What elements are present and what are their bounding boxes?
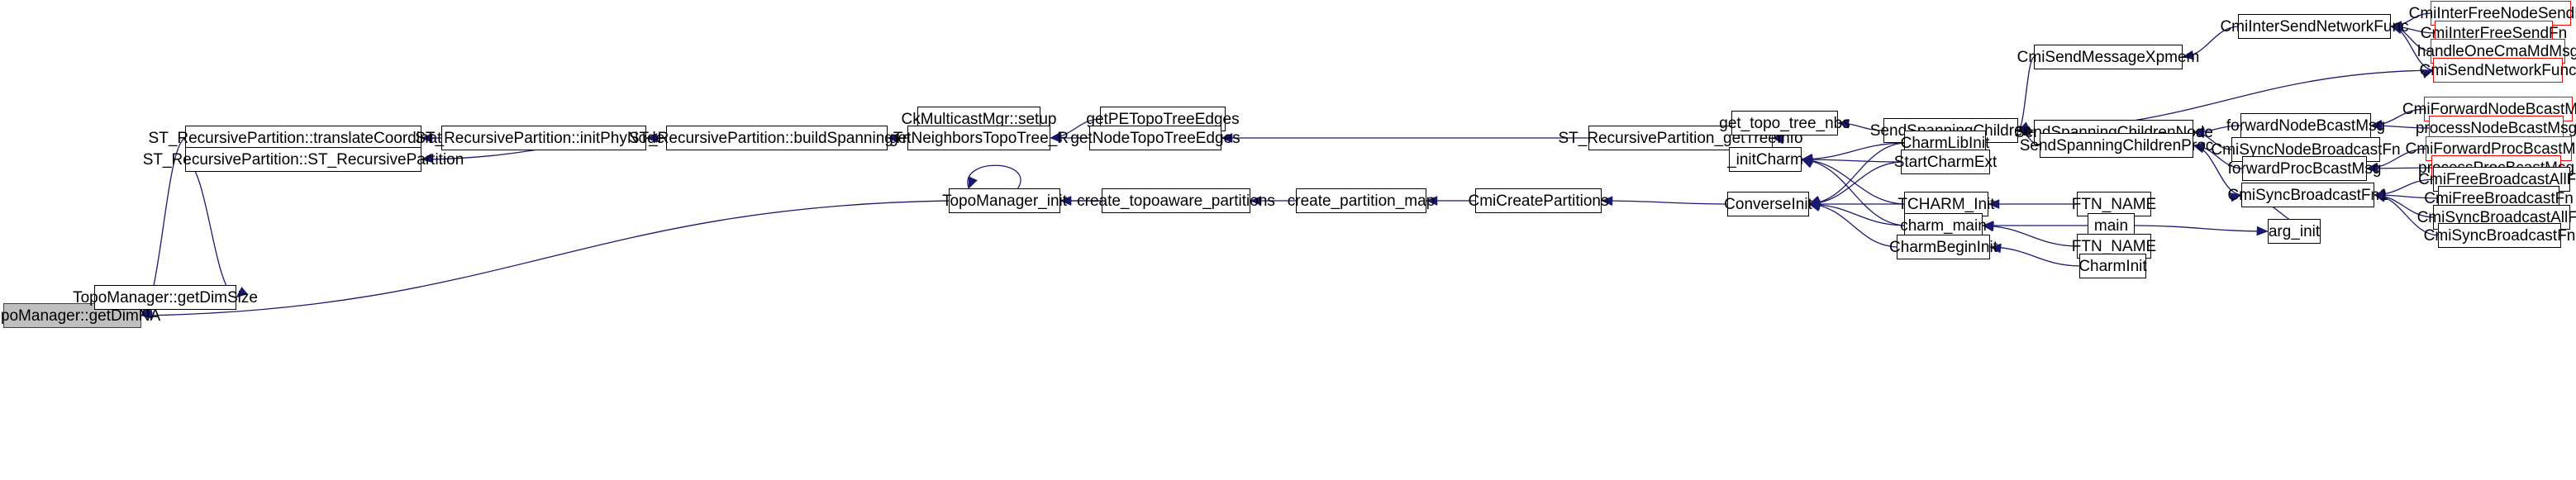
graph-node-FTN_NAME_1[interactable]: FTN_NAME [2072,192,2156,216]
graph-node-CmiSyncBroadcastFn[interactable]: CmiSyncBroadcastFn [2424,223,2575,248]
graph-node-SendSpanningChildrenProc[interactable]: SendSpanningChildrenProc [2020,133,2213,158]
edge-TCHARM_Init-to-_initCharm [1801,157,1905,205]
graph-node-srp_ctor_left[interactable]: ST_RecursivePartition::ST_RecursiveParti… [143,147,464,172]
graph-node-ConverseInit[interactable]: ConverseInit [1724,192,1812,216]
edge-getTreeInfo-to-getNodeTopoTreeEdges [1221,133,1588,143]
graph-node-getDimSize[interactable]: TopoManager::getDimSize [73,285,258,310]
edge-CharmLibInit-to-ConverseInit [1808,142,1905,205]
edge-main_right-to-arg_init [2134,225,2269,236]
graph-node-initPhyNodes[interactable]: ST_RecursivePartition::initPhyNodes [415,126,673,150]
graph-node-StartCharmExt[interactable]: StartCharmExt [1894,150,1997,174]
graph-node-forwardProcBcastMsg[interactable]: forwardProcBcastMsg [2228,156,2381,181]
graph-node-CharmBeginInit[interactable]: CharmBeginInit [1889,235,1997,259]
graph-node-TCHARM_Init[interactable]: TCHARM_Init [1897,192,1995,216]
edge-TCHARM_Init-to-ConverseInit [1808,199,1904,209]
edge-CmiSendMessageXpmem-to-SendSpanningChildren [2017,56,2035,131]
graph-node-CmiSendMessageXpmem[interactable]: CmiSendMessageXpmem [2017,45,2199,69]
edge-TopoManager_init-to-TopoManager_init [967,164,1021,189]
graph-node-forwardNodeBcastMsg[interactable]: forwardNodeBcastMsg [2226,113,2385,138]
edge-charm_main-to-ConverseInit [1808,200,1905,226]
edge-CharmLibInit-to-_initCharm [1801,142,1905,164]
edge-ConverseInit-to-CmiCreatePartitions [1601,196,1728,207]
edge-TopoManager_init-to-getDimNA [140,200,950,316]
edge-srp_ctor_left-to-getDimSize [184,159,248,298]
graph-node-getDimNA[interactable]: TopoManager::getDimNA [0,303,160,328]
graph-node-CmiSyncBroadcastFn1[interactable]: CmiSyncBroadcastFn1 [2227,183,2388,207]
graph-node-getTreeInfo[interactable]: ST_RecursivePartition_getTreeInfo [1558,126,1803,150]
graph-node-processNodeBcastMsg[interactable]: processNodeBcastMsg [2416,116,2576,140]
edge-CharmBeginInit-to-ConverseInit [1808,202,1897,248]
graph-node-_initCharm[interactable]: _initCharm [1727,147,1803,172]
graph-node-getNodeTopoTreeEdges[interactable]: getNodeTopoTreeEdges [1070,126,1240,150]
graph-node-arg_init[interactable]: arg_init [2268,219,2321,244]
graph-node-CmiCreatePartitions[interactable]: CmiCreatePartitions [1469,188,1609,213]
graph-node-CmiSendNetworkFunc[interactable]: CmiSendNetworkFunc [2419,58,2576,83]
graph-node-charm_main[interactable]: charm_main [1900,213,1987,238]
graph-node-TopoManager_init[interactable]: TopoManager_init [942,188,1067,213]
graph-node-getNeighborsTopoTree_R[interactable]: getNeighborsTopoTree_R [889,126,1069,150]
graph-node-buildSpanningTree[interactable]: ST_RecursivePartition::buildSpanningTree [629,126,925,150]
graph-node-get_topo_tree_nbs[interactable]: get_topo_tree_nbs [1719,111,1850,135]
graph-node-create_topoaware_partitions[interactable]: create_topoaware_partitions [1077,188,1275,213]
edge-CharmInit-to-CharmBeginInit [1989,243,2080,267]
edge-StartCharmExt-to-_initCharm [1801,154,1902,165]
edge-main_right-to-charm_main [1982,221,2088,230]
edge-FTN_NAME_1-to-TCHARM_Init [1988,199,2077,209]
edge-StartCharmExt-to-ConverseInit [1808,161,1902,207]
graph-node-create_partition_map[interactable]: create_partition_map [1288,188,1435,213]
graph-node-translateCoordinates[interactable]: ST_RecursivePartition::translateCoordina… [149,126,458,150]
graph-node-CharmInit[interactable]: CharmInit [2078,254,2147,278]
graph-node-CmiInterSendNetworkFunc[interactable]: CmiInterSendNetworkFunc [2220,14,2409,39]
edge-charm_main-to-_initCharm [1801,159,1905,226]
